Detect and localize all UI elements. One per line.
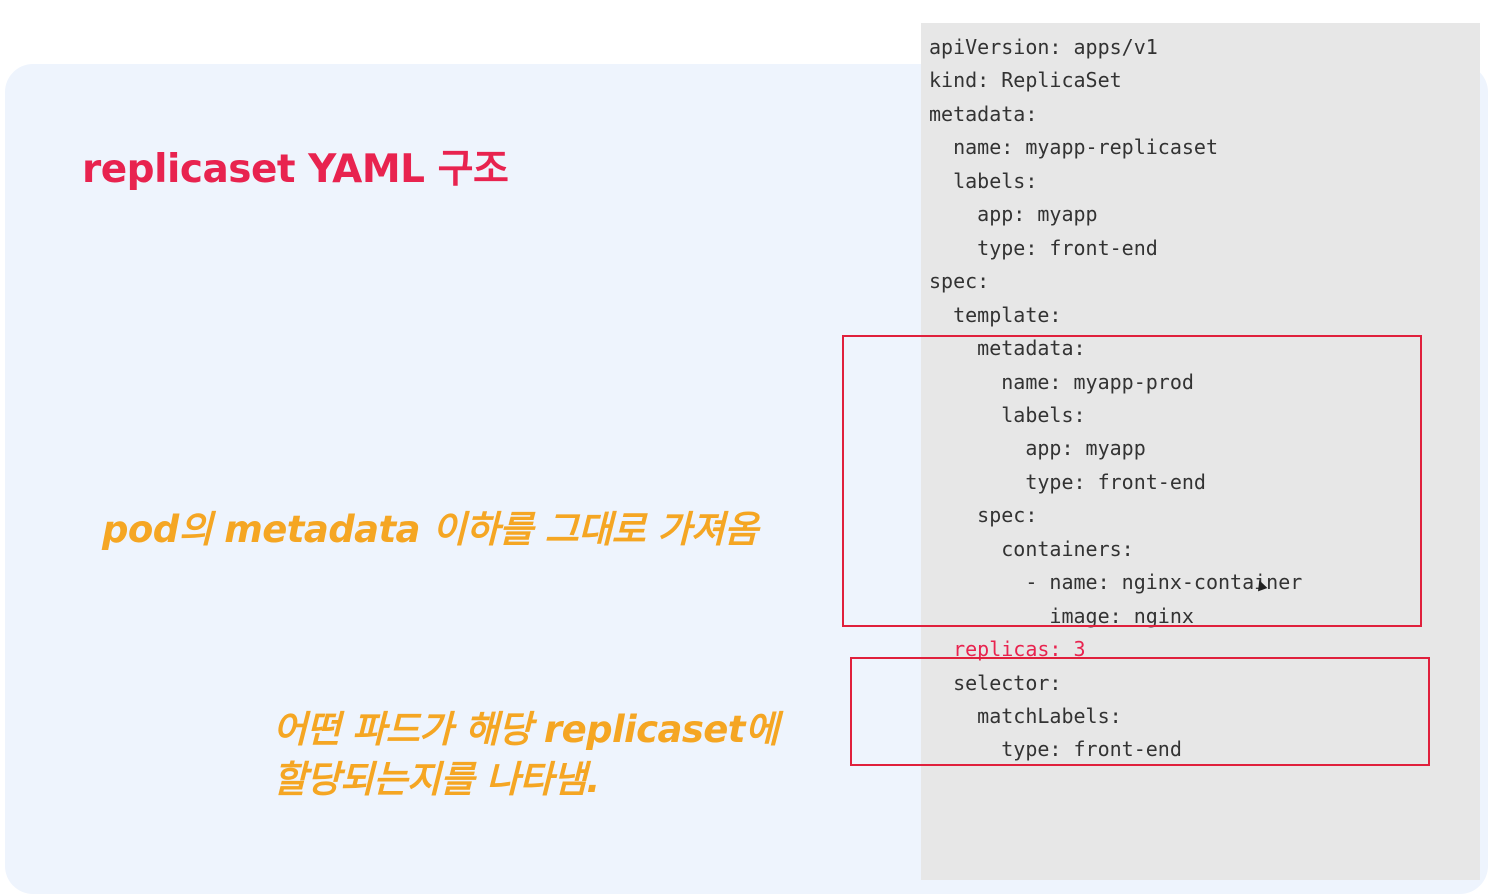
yaml-line: apiVersion: apps/v1 <box>929 35 1158 59</box>
yaml-line: app: myapp <box>929 202 1098 227</box>
yaml-line: name: myapp-prod <box>929 369 1194 394</box>
yaml-line: type: front-end <box>929 235 1158 260</box>
yaml-line: selector: <box>929 670 1062 695</box>
selector-note: 어떤 파드가 해당 replicaset에 할당되는지를 나타냄. <box>273 705 779 805</box>
yaml-line: - name: nginx-container <box>929 570 1303 595</box>
yaml-line: labels: <box>929 402 1086 427</box>
yaml-line: name: myapp-replicaset <box>929 135 1218 160</box>
yaml-line: spec: <box>929 503 1038 528</box>
yaml-line: metadata: <box>929 101 1038 126</box>
yaml-line: spec: <box>929 269 990 294</box>
yaml-line: app: myapp <box>929 436 1146 461</box>
yaml-code-panel <box>921 23 1480 880</box>
yaml-line: labels: <box>929 168 1038 193</box>
yaml-line: image: nginx <box>929 603 1194 628</box>
yaml-line: containers: <box>929 536 1134 561</box>
template-highlight-box <box>842 335 1422 627</box>
yaml-line: metadata: <box>929 336 1086 361</box>
selector-note-line-1: 어떤 파드가 해당 replicaset에 <box>273 708 779 751</box>
yaml-line: type: front-end <box>929 469 1206 494</box>
yaml-line: matchLabels: <box>929 704 1122 728</box>
yaml-line: kind: ReplicaSet <box>929 68 1122 93</box>
selector-highlight-box <box>850 657 1430 766</box>
selector-note-line-2: 할당되는지를 나타냄. <box>273 758 600 801</box>
yaml-line: type: front-end <box>929 737 1182 762</box>
slide-title: replicaset YAML 구조 <box>82 147 509 192</box>
template-note: pod의 metadata 이하를 그대로 가져옴 <box>102 508 758 551</box>
yaml-line: template: <box>929 302 1062 327</box>
